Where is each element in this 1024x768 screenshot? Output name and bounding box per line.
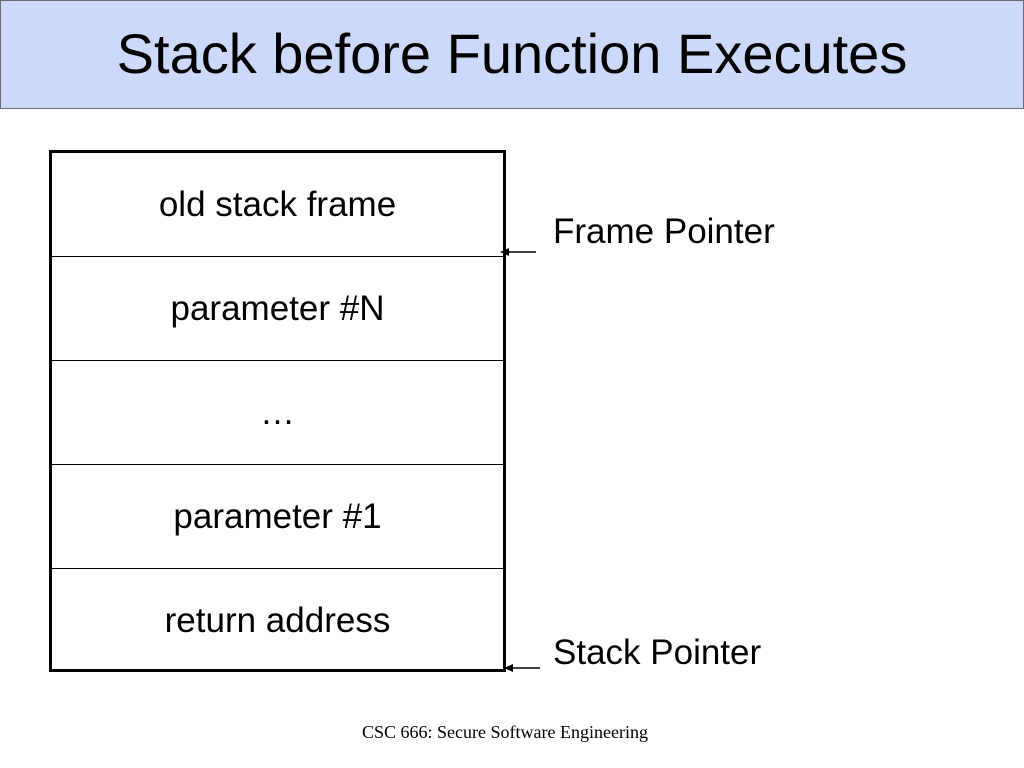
- stack-pointer-label: Stack Pointer: [553, 633, 762, 672]
- row-divider: [52, 464, 503, 465]
- slide-footer: CSC 666: Secure Software Engineering: [362, 722, 648, 742]
- stack-row-label: …: [260, 393, 295, 432]
- row-divider: [52, 568, 503, 569]
- stack-diagram: old stack frame parameter #N … parameter…: [49, 150, 506, 672]
- stack-pointer-arrow-icon: [504, 664, 540, 672]
- stack-row-ellipsis: …: [52, 361, 503, 464]
- frame-pointer-arrow-icon: [500, 248, 536, 256]
- stack-row-old-stack-frame: old stack frame: [52, 153, 503, 256]
- frame-pointer-label: Frame Pointer: [553, 212, 775, 251]
- stack-row-parameter-1: parameter #1: [52, 465, 503, 568]
- stack-row-parameter-n: parameter #N: [52, 257, 503, 360]
- stack-row-label: return address: [164, 601, 391, 640]
- title-bar: Stack before Function Executes: [0, 0, 1024, 109]
- slide-title: Stack before Function Executes: [116, 22, 908, 85]
- stack-row-return-address: return address: [52, 569, 503, 672]
- row-divider: [52, 360, 503, 361]
- stack-row-label: parameter #1: [173, 497, 382, 536]
- stack-row-label: old stack frame: [158, 185, 397, 224]
- stack-row-label: parameter #N: [170, 289, 385, 328]
- row-divider: [52, 256, 503, 257]
